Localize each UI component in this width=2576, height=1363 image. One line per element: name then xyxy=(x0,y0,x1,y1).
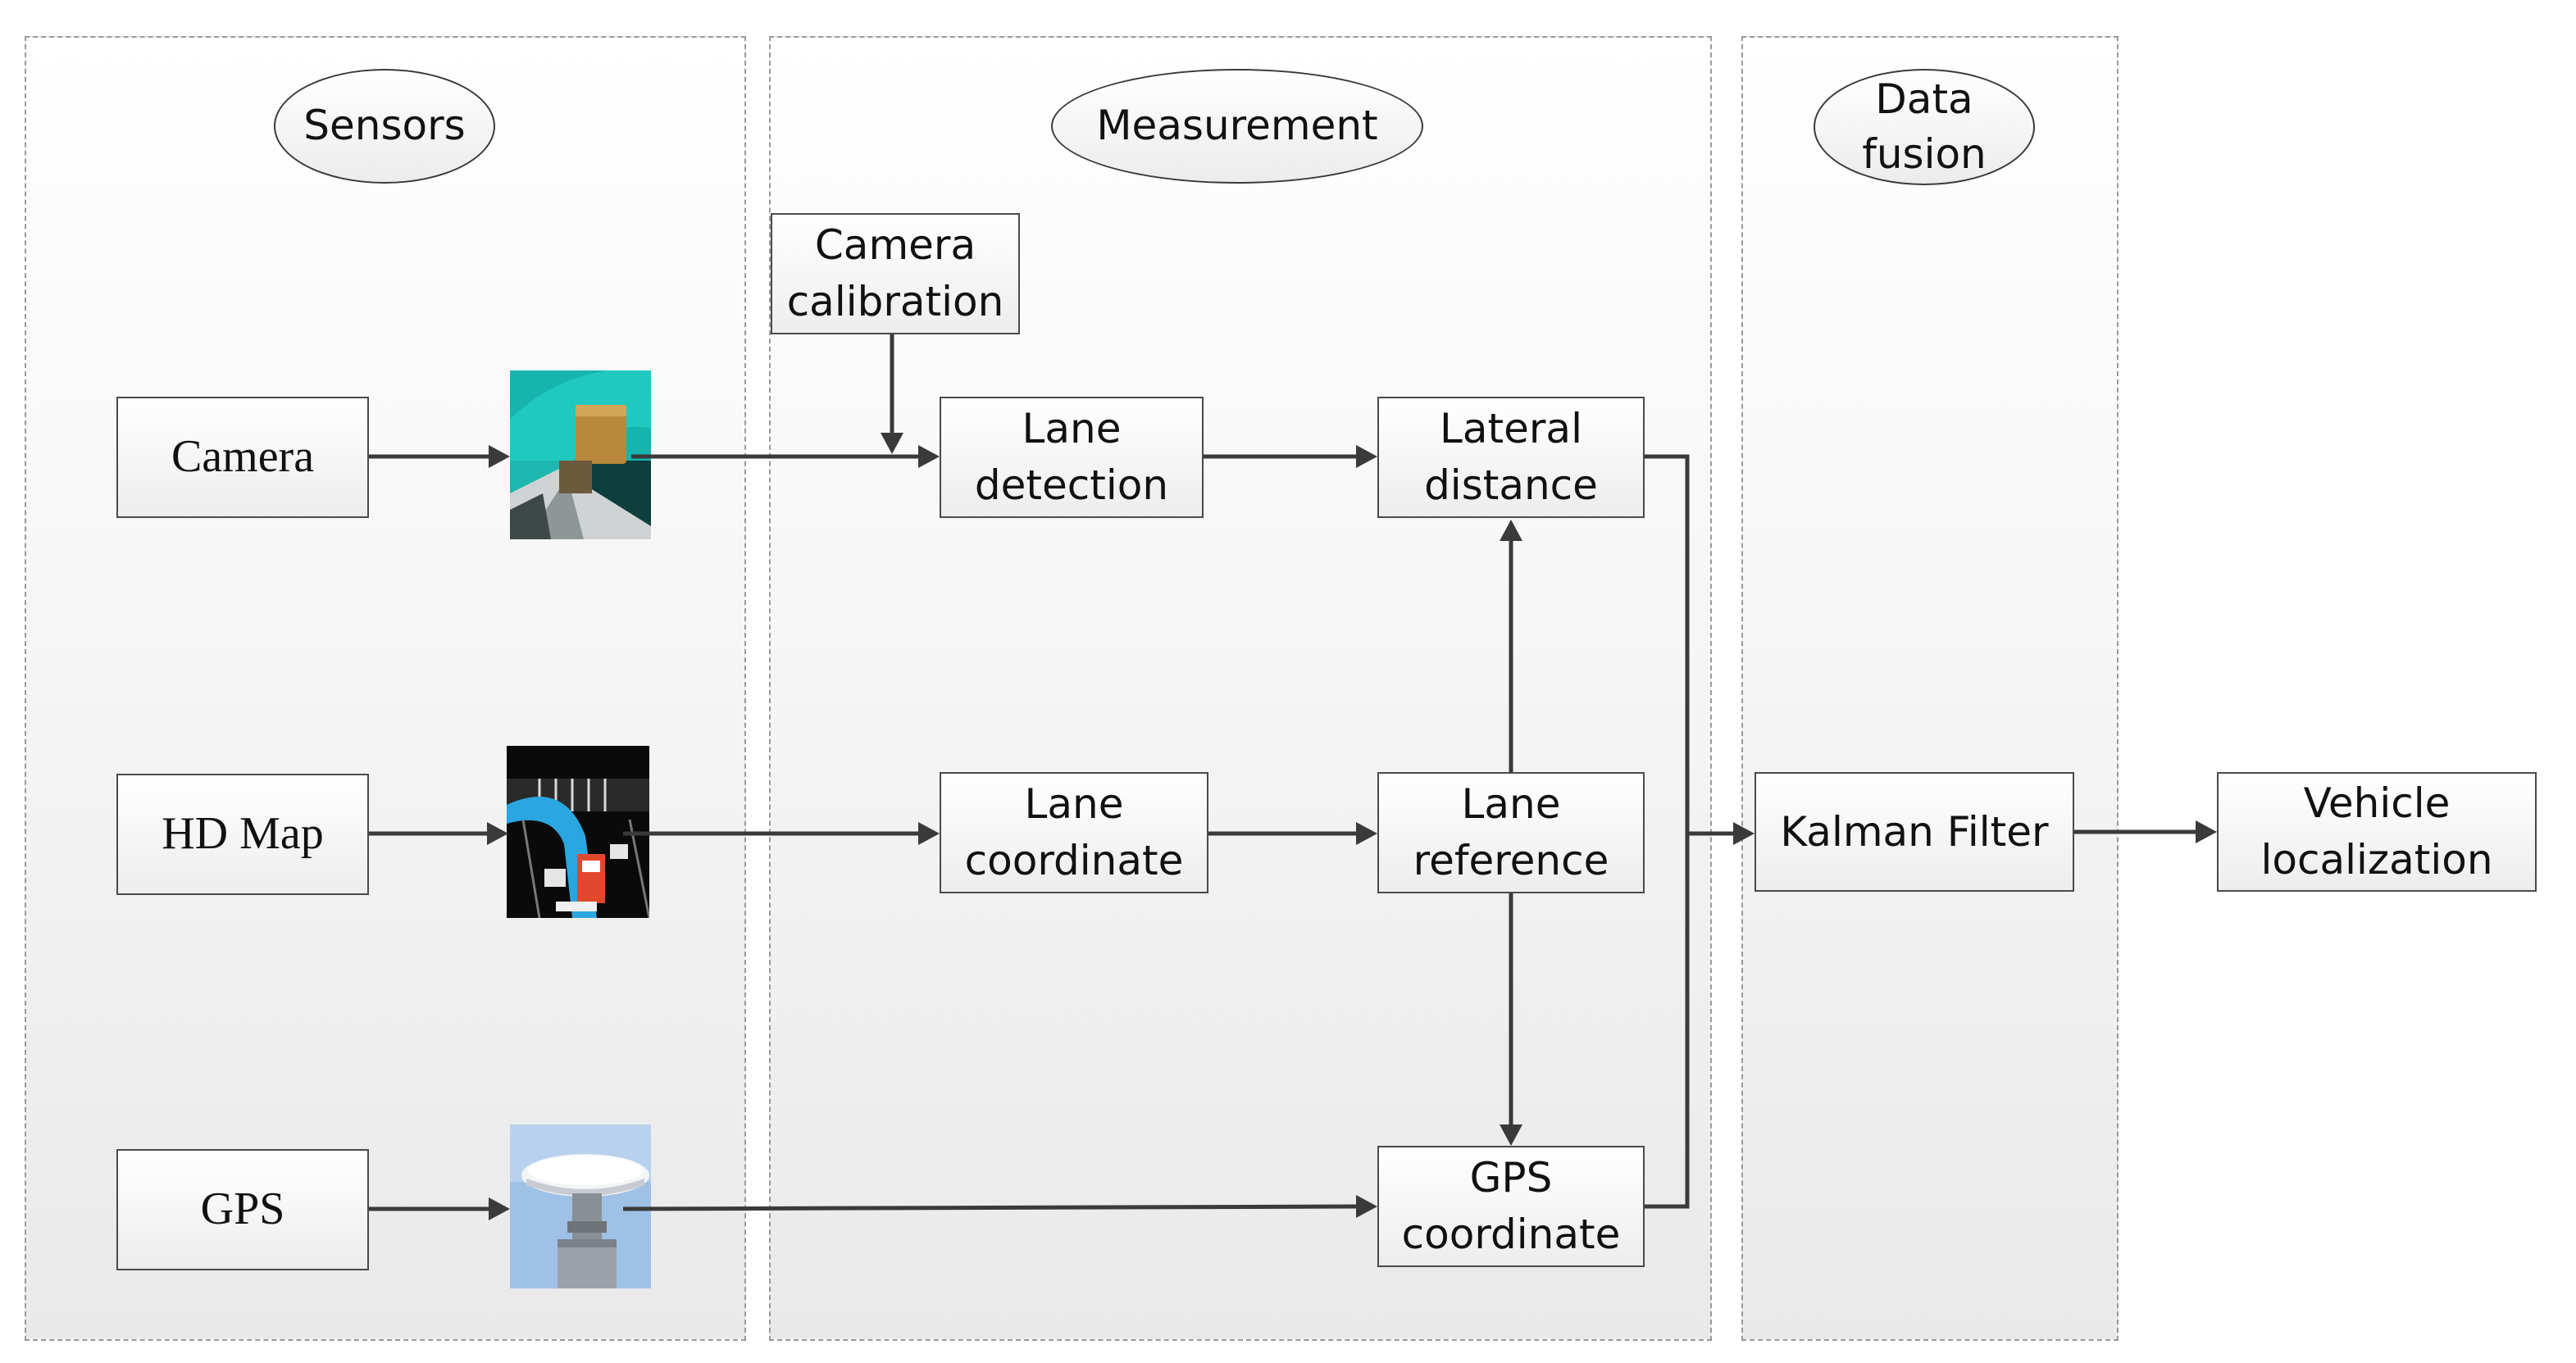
sensors-title: Sensors xyxy=(274,69,495,184)
arrowhead xyxy=(1356,1195,1377,1218)
edge-gps-image-to-gps-coordinate xyxy=(622,1204,1359,1211)
arrowhead xyxy=(1500,1124,1522,1146)
gps-node: GPS xyxy=(116,1149,369,1270)
lane-reference-node: Lane reference xyxy=(1377,772,1645,893)
camera-image xyxy=(510,370,651,539)
gps-coordinate-node: GPS coordinate xyxy=(1377,1146,1645,1267)
measurement-title: Measurement xyxy=(1051,69,1423,184)
arrowhead xyxy=(2196,820,2217,843)
sensors-panel xyxy=(25,36,746,1341)
gps-image xyxy=(510,1124,651,1288)
arrowhead xyxy=(1733,822,1755,845)
arrowhead xyxy=(1500,520,1522,541)
data-fusion-panel xyxy=(1741,36,2119,1341)
vehicle-localization-node: Vehicle localization xyxy=(2217,772,2537,892)
arrowhead xyxy=(881,433,903,454)
camera-node: Camera xyxy=(116,397,369,518)
data-fusion-title: Data fusion xyxy=(1814,69,2035,185)
edge-lateral-distance-to-kalman xyxy=(1645,454,1690,1209)
arrowhead xyxy=(918,822,940,845)
camera-calibration-node: Camera calibration xyxy=(771,213,1020,334)
arrowhead xyxy=(489,445,510,468)
hd-map-node: HD Map xyxy=(116,774,369,895)
arrowhead xyxy=(487,822,508,845)
kalman-filter-node: Kalman Filter xyxy=(1755,772,2074,892)
arrowhead xyxy=(1356,445,1377,468)
lane-coordinate-node: Lane coordinate xyxy=(940,772,1208,893)
lateral-distance-node: Lateral distance xyxy=(1377,397,1645,518)
lane-detection-node: Lane detection xyxy=(940,397,1204,518)
arrowhead xyxy=(918,445,940,468)
arrowhead xyxy=(1356,822,1377,845)
arrowhead xyxy=(489,1197,510,1220)
